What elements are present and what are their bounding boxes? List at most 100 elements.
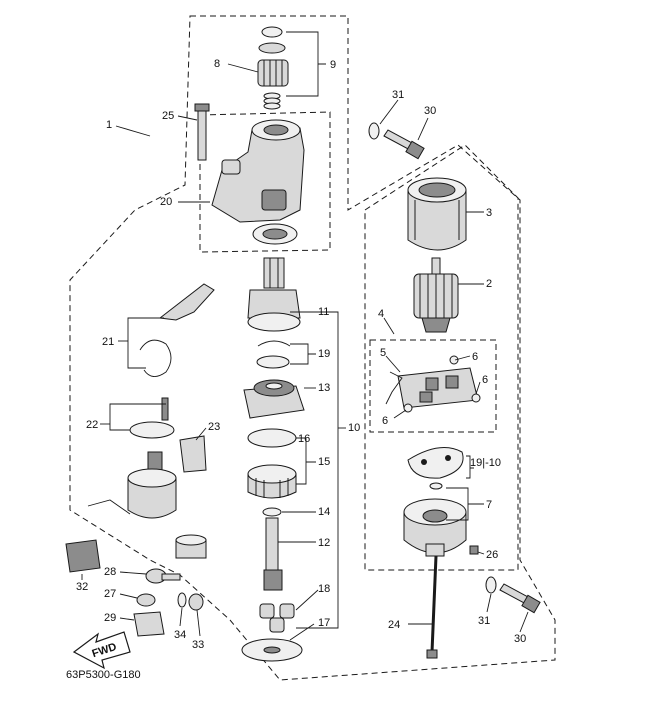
callout-30-top: 30 <box>424 105 436 117</box>
callout-30-bottom: 30 <box>514 633 526 645</box>
callout-32: 32 <box>76 581 88 593</box>
leader-27 <box>119 593 138 599</box>
callout-19: 19 <box>318 348 330 360</box>
leader-23 <box>195 427 207 441</box>
callout-12: 12 <box>318 537 330 549</box>
callout-24: 24 <box>388 619 400 631</box>
part-33-nut <box>188 593 204 611</box>
leader-4 <box>383 317 395 335</box>
part-7-washer <box>429 482 443 490</box>
callout-21: 21 <box>102 336 114 348</box>
callout-23: 23 <box>208 421 220 433</box>
part-19-plate <box>407 447 464 479</box>
leader-6-b <box>475 381 481 395</box>
bracket-10-column <box>290 311 339 629</box>
part-31-washer-top <box>368 122 380 140</box>
callout-3: 3 <box>486 207 492 219</box>
callout-25: 25 <box>162 110 174 122</box>
part-19-snap-ring <box>256 340 291 369</box>
leader-6-c <box>393 409 407 419</box>
leader-34 <box>179 607 183 627</box>
callout-29: 29 <box>104 612 116 624</box>
part-14-bearing <box>262 507 282 517</box>
bracket-19-10 <box>466 455 474 479</box>
callout-13: 13 <box>318 382 330 394</box>
part-31-washer-bottom <box>485 576 497 594</box>
part-9-stop-ring <box>258 26 286 54</box>
part-30-bolt-top <box>383 129 425 160</box>
part-15-internal-gear <box>247 464 297 499</box>
figure-code: 63P5300-G180 <box>66 669 141 681</box>
part-17-thrust-plate <box>241 638 303 662</box>
fwd-arrow-icon: FWD <box>72 631 131 670</box>
part-8-clutch-gear <box>257 59 289 87</box>
callout-1: 1 <box>106 119 112 131</box>
part-18-planet-gears <box>259 603 295 633</box>
brush-lead <box>385 371 403 405</box>
leader-26 <box>477 551 485 555</box>
leader-30-top <box>417 117 429 141</box>
part-32-label <box>65 539 101 573</box>
part-13-planet-carrier <box>243 379 305 419</box>
leader-1 <box>115 125 151 137</box>
part-20-bushing-seal <box>252 223 298 245</box>
leader-29 <box>119 617 135 621</box>
bracket-9 <box>286 31 326 97</box>
callout-8: 8 <box>214 58 220 70</box>
part-22-solenoid-plunger <box>129 397 175 439</box>
callout-6-c: 6 <box>382 415 388 427</box>
leader-31-bottom <box>486 593 492 613</box>
brush-holder-assembly-4-boundary <box>369 339 497 433</box>
part-28-nut <box>145 568 181 584</box>
leader-31-top <box>379 99 399 125</box>
part-rubber-boot <box>175 534 207 559</box>
callout-17: 17 <box>318 617 330 629</box>
leader-8 <box>227 63 259 73</box>
bracket-21 <box>127 317 164 369</box>
callout-11: 11 <box>318 306 329 318</box>
part-27-nut <box>136 593 156 607</box>
callout-34: 34 <box>174 629 186 641</box>
callout-15: 15 <box>318 456 330 468</box>
callout-28: 28 <box>104 566 116 578</box>
callout-14: 14 <box>318 506 330 518</box>
callout-10: 10 <box>348 422 360 434</box>
leader-25 <box>177 115 198 121</box>
part-26-screw <box>469 545 479 555</box>
leader-30-bottom <box>519 611 529 633</box>
part-25-bolt <box>194 103 210 161</box>
callout-2: 2 <box>486 278 492 290</box>
leader-17 <box>289 623 315 641</box>
part-21-shift-lever <box>139 283 215 377</box>
part-23-cover <box>179 435 207 473</box>
callout-27: 27 <box>104 588 116 600</box>
part-3-yoke <box>407 177 467 251</box>
assembly-1-boundary <box>69 15 556 681</box>
part-12-shaft <box>263 517 283 591</box>
assembly-10-boundary <box>364 144 519 571</box>
callout-9: 9 <box>330 59 336 71</box>
bracket-15 <box>296 437 316 485</box>
callout-7: 7 <box>486 499 492 511</box>
part-22-solenoid-body <box>87 451 177 519</box>
part-16-gasket <box>247 428 297 448</box>
bracket-19 <box>290 343 316 365</box>
bracket-22 <box>109 403 166 431</box>
callout-16: 16 <box>298 433 310 445</box>
callout-31-bottom: 31 <box>478 615 490 627</box>
callout-6-a: 6 <box>472 351 478 363</box>
part-24-through-bolt <box>426 555 438 659</box>
callout-18: 18 <box>318 583 330 595</box>
callout-5: 5 <box>380 347 386 359</box>
part-11-pinion-drive <box>247 257 301 332</box>
bracket-7 <box>446 487 484 521</box>
part-34-washer <box>177 592 187 608</box>
leader-5 <box>385 355 401 373</box>
part-4-brush-holder <box>385 355 481 413</box>
part-20-front-housing <box>211 119 305 223</box>
part-2-armature <box>413 257 459 333</box>
callout-6-b: 6 <box>482 374 488 386</box>
part-29-terminal-cover <box>133 611 165 637</box>
